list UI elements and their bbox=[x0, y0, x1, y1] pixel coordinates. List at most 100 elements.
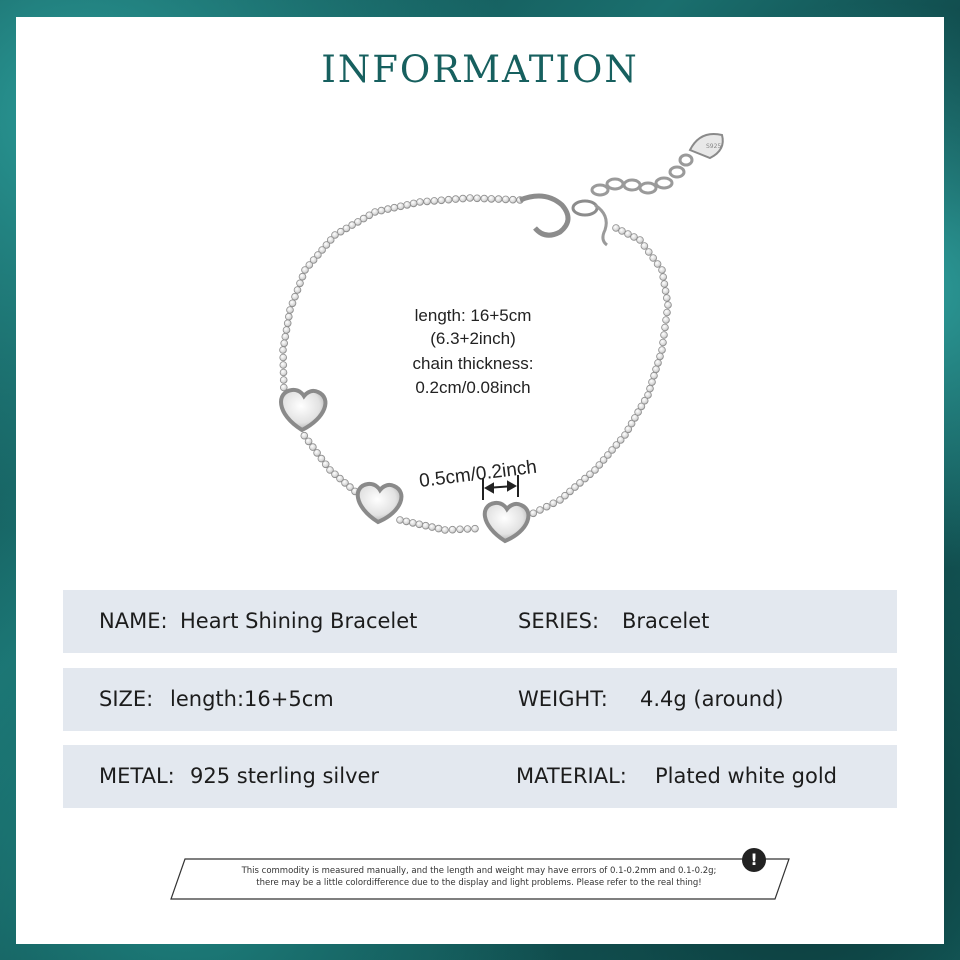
chain-stone bbox=[279, 376, 288, 384]
chain-stone bbox=[595, 461, 604, 469]
chain-stone bbox=[430, 197, 439, 205]
chain-stone bbox=[341, 479, 349, 487]
notice-box bbox=[170, 858, 790, 900]
chain-stone bbox=[403, 201, 411, 209]
heart-charm-middle bbox=[355, 481, 404, 525]
chain-stone bbox=[599, 456, 608, 464]
thickness-value: 0.2cm/0.08inch bbox=[415, 378, 531, 397]
chain-stone bbox=[658, 346, 666, 354]
tag-charm: S925 bbox=[688, 133, 724, 160]
chain-stone bbox=[618, 227, 626, 235]
chain-stone bbox=[473, 194, 481, 203]
chain-stone bbox=[640, 396, 649, 405]
chain-stone bbox=[621, 431, 629, 439]
chain-stone bbox=[471, 524, 479, 533]
page-title: INFORMATION bbox=[321, 48, 639, 91]
chain-stone bbox=[536, 506, 544, 514]
chain-stone bbox=[581, 474, 589, 483]
size-label: SIZE: bbox=[99, 687, 154, 711]
chain-stone bbox=[283, 319, 292, 328]
heart-width-arrows bbox=[482, 475, 519, 500]
chain-stone bbox=[331, 231, 339, 239]
chain-stone bbox=[409, 199, 418, 208]
chain-stone bbox=[318, 246, 326, 254]
chain-stone bbox=[336, 474, 344, 483]
chain-stone bbox=[365, 211, 374, 220]
chain-stone bbox=[644, 391, 652, 399]
chain-stone bbox=[459, 194, 467, 203]
chain-stone bbox=[296, 279, 304, 288]
chain-stone bbox=[640, 242, 649, 250]
spec-row-size: SIZE: length:16+5cm WEIGHT: 4.4g (around… bbox=[63, 668, 897, 731]
chain-stone bbox=[456, 525, 464, 534]
chain-stone bbox=[664, 301, 672, 309]
material-value: Plated white gold bbox=[655, 764, 838, 788]
chain-stone bbox=[396, 516, 404, 524]
chain-stone bbox=[654, 359, 662, 367]
chain-stone bbox=[377, 206, 386, 215]
chain-stone bbox=[317, 454, 326, 463]
chain-stone bbox=[280, 339, 289, 348]
chain-stone bbox=[331, 470, 339, 479]
chain-stone bbox=[409, 519, 417, 527]
material-label: MATERIAL: bbox=[516, 764, 627, 788]
chain-stone bbox=[644, 248, 653, 256]
chain-stone bbox=[346, 483, 354, 491]
length-inch-label: (6.3+2inch) bbox=[430, 329, 516, 348]
chain-stone bbox=[660, 280, 669, 288]
chain-stone bbox=[282, 326, 291, 334]
chain-stone bbox=[612, 441, 621, 449]
chain-stone bbox=[423, 197, 431, 206]
name-label: NAME: bbox=[99, 609, 168, 633]
chain-stone bbox=[428, 523, 436, 531]
chain-stone bbox=[437, 196, 446, 205]
chain-stone bbox=[549, 499, 558, 508]
chain-stone bbox=[529, 509, 538, 518]
spec-row-name: NAME: Heart Shining Bracelet SERIES: Bra… bbox=[63, 590, 897, 653]
chain-stone bbox=[659, 273, 667, 281]
chain-stone bbox=[649, 254, 657, 262]
chain-stone bbox=[314, 251, 322, 259]
chain-stone bbox=[466, 194, 474, 202]
svg-text:S925: S925 bbox=[706, 143, 721, 150]
chain-stone bbox=[288, 299, 297, 308]
chain-stone bbox=[494, 195, 503, 203]
chain-stone bbox=[390, 203, 399, 212]
chain-stone bbox=[566, 487, 574, 496]
chain-stone bbox=[416, 198, 424, 206]
chain-stone bbox=[298, 272, 307, 281]
extender-chain bbox=[590, 153, 694, 247]
chain-stone bbox=[300, 431, 309, 440]
chain-stone bbox=[648, 378, 656, 386]
chain-stone bbox=[336, 227, 345, 236]
chain-stone bbox=[321, 460, 330, 469]
chain-stone bbox=[326, 236, 335, 244]
spec-row-metal: METAL: 925 sterling silver MATERIAL: Pla… bbox=[63, 745, 897, 808]
chain-stone bbox=[291, 292, 299, 301]
chain-stone bbox=[451, 195, 460, 203]
chain-stone bbox=[309, 256, 318, 264]
heart-charm-left bbox=[279, 387, 328, 433]
weight-label: WEIGHT: bbox=[518, 687, 608, 711]
chain-stone bbox=[279, 368, 288, 377]
chain-stone bbox=[371, 208, 379, 216]
chain-stone bbox=[293, 286, 302, 294]
chain-stone bbox=[542, 502, 551, 511]
chain-stone bbox=[444, 195, 453, 204]
lobster-clasp bbox=[519, 193, 599, 238]
chain-stone bbox=[556, 496, 564, 504]
chain-stone bbox=[646, 384, 654, 393]
chain-stone bbox=[650, 371, 658, 380]
chain-stone bbox=[612, 224, 620, 232]
chain-stone bbox=[309, 443, 317, 451]
chain-stone bbox=[634, 408, 642, 416]
chain-stone bbox=[624, 230, 632, 238]
chain-stone bbox=[421, 521, 430, 530]
chain-stone bbox=[480, 194, 489, 203]
size-value: length:16+5cm bbox=[170, 687, 334, 711]
chain-stone bbox=[656, 352, 664, 361]
chain-stone bbox=[652, 365, 660, 374]
chain-stone bbox=[281, 332, 290, 341]
chain-stone bbox=[284, 312, 293, 321]
